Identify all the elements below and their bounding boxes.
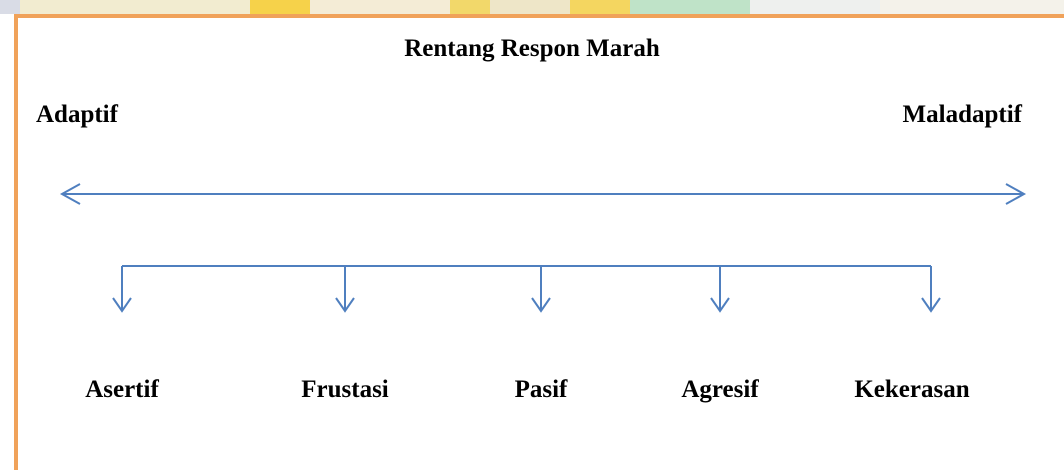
branch-connector bbox=[112, 265, 941, 313]
branch-arrow-pasif bbox=[531, 266, 551, 313]
category-asertif: Asertif bbox=[85, 376, 159, 403]
category-pasif: Pasif bbox=[514, 376, 568, 403]
branch-arrow-agresif bbox=[710, 266, 730, 313]
range-arrow-right-head bbox=[1005, 183, 1027, 205]
branch-arrow-asertif bbox=[112, 266, 132, 313]
diagram-title: Rentang Respon Marah bbox=[404, 35, 660, 62]
category-frustasi: Frustasi bbox=[301, 376, 389, 403]
range-arrow-left-head bbox=[59, 183, 81, 205]
branch-arrow-kekerasan bbox=[921, 266, 941, 313]
diagram-frame bbox=[14, 14, 1064, 470]
category-kekerasan: Kekerasan bbox=[854, 376, 970, 403]
watermark bbox=[0, 0, 1064, 14]
adaptive-label: Adaptif bbox=[36, 101, 118, 128]
category-agresif: Agresif bbox=[681, 376, 759, 403]
maladaptive-label: Maladaptif bbox=[902, 101, 1022, 128]
branch-arrow-frustasi bbox=[335, 266, 355, 313]
response-range-arrow bbox=[59, 183, 1027, 205]
